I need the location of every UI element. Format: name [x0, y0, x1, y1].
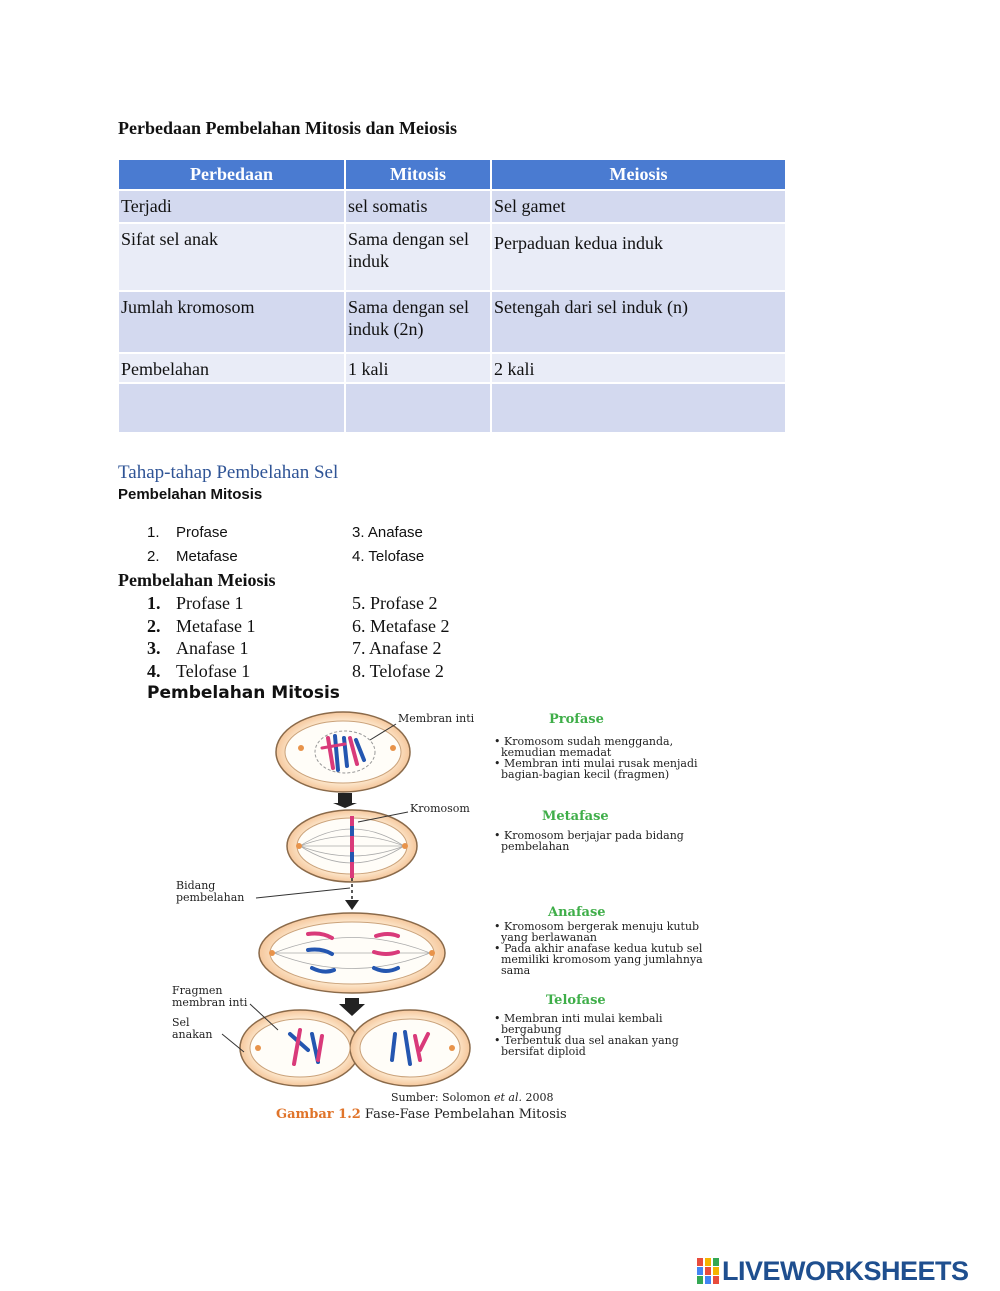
profase-cell: [275, 711, 411, 793]
pointer-line: [221, 1033, 245, 1053]
table-cell-empty: [119, 384, 344, 432]
pointer-line: [255, 887, 351, 899]
pointer-line: [357, 811, 409, 823]
header-perbedaan: Perbedaan: [119, 160, 344, 189]
header-meiosis: Meiosis: [492, 160, 785, 189]
label-fragmen: Fragmen: [172, 984, 223, 997]
section-title: Tahap-tahap Pembelahan Sel: [118, 462, 339, 483]
phase-text: pembelahan: [494, 840, 569, 853]
list-item: Telofase 1: [176, 661, 251, 681]
list-item: Profase 1: [176, 593, 244, 613]
comparison-table: Perbedaan Mitosis Meiosis Terjadi sel so…: [117, 158, 787, 434]
list-item: 5. Profase 2: [352, 593, 438, 613]
label-bidang: Bidang: [176, 879, 215, 892]
label-kromosom: Kromosom: [410, 802, 470, 815]
liveworksheets-brand: LIVEWORKSHEETS: [697, 1256, 969, 1286]
liveworksheets-logo-icon: [697, 1258, 719, 1284]
phase-text: bergabung: [494, 1023, 562, 1036]
list-item: Anafase 1: [176, 638, 249, 658]
label-anakan: anakan: [172, 1028, 213, 1041]
table-cell: Sifat sel anak: [119, 224, 344, 290]
table-cell: 2 kali: [492, 354, 785, 382]
arrow-icon: [339, 998, 365, 1016]
mitosis-heading: Pembelahan Mitosis: [118, 486, 263, 503]
table-cell: 1 kali: [346, 354, 490, 382]
arrow-icon: [333, 793, 357, 808]
meiosis-heading: Pembelahan Meiosis: [118, 570, 276, 590]
phase-text: memiliki kromosom yang jumlahnya: [494, 953, 703, 966]
table-cell: sel somatis: [346, 191, 490, 222]
table-cell: Setengah dari sel induk (n): [492, 292, 785, 352]
phase-title-profase: Profase: [549, 712, 604, 727]
list-item: Profase: [176, 524, 228, 541]
pointer-line: [249, 1003, 279, 1031]
list-item: 4. Telofase: [352, 548, 425, 565]
table-row: Pembelahan 1 kali 2 kali: [119, 354, 785, 382]
phase-text: bersifat diploid: [494, 1045, 586, 1058]
brand-name: LIVEWORKSHEETS: [722, 1255, 969, 1286]
anafase-cell: [258, 912, 446, 994]
table-cell: Terjadi: [119, 191, 344, 222]
list-number: 2.: [147, 616, 161, 636]
table-cell: Pembelahan: [119, 354, 344, 382]
list-item: 6. Metafase 2: [352, 616, 450, 636]
phase-text: kemudian memadat: [494, 746, 612, 759]
phase-title-metafase: Metafase: [542, 809, 609, 824]
phase-title-anafase: Anafase: [547, 905, 606, 920]
table-header-row: Perbedaan Mitosis Meiosis: [119, 160, 785, 189]
table-cell: Sama dengan sel induk: [346, 224, 490, 290]
table-cell: Sel gamet: [492, 191, 785, 222]
label-membran-inti: Membran inti: [398, 712, 475, 725]
list-item: 3. Anafase: [352, 524, 423, 541]
phase-text: • Kromosom sudah mengganda,: [494, 735, 673, 748]
label-membran-inti-2: membran inti: [172, 996, 248, 1009]
telofase-cell: [239, 1009, 471, 1087]
figure-source: Sumber: Solomon et al. 2008: [391, 1091, 554, 1104]
document-title: Perbedaan Pembelahan Mitosis dan Meiosis: [118, 118, 458, 138]
phase-text: • Membran inti mulai rusak menjadi: [494, 757, 698, 770]
phase-text: • Terbentuk dua sel anakan yang: [494, 1034, 679, 1047]
table-cell-empty: [346, 384, 490, 432]
figure-heading: Pembelahan Mitosis: [147, 683, 340, 703]
list-item: Metafase 1: [176, 616, 256, 636]
list-item: Metafase: [176, 548, 238, 565]
metafase-cell: [286, 809, 418, 883]
label-pembelahan: pembelahan: [176, 891, 244, 904]
phase-text: • Kromosom bergerak menuju kutub: [494, 920, 699, 933]
list-item: 7. Anafase 2: [352, 638, 442, 658]
chromosome: [320, 734, 366, 772]
phase-text: • Membran inti mulai kembali: [494, 1012, 663, 1025]
table-row: Sifat sel anak Sama dengan sel induk Per…: [119, 224, 785, 290]
phase-text: yang berlawanan: [494, 931, 597, 944]
list-number: 4.: [147, 661, 161, 681]
table-cell: Sama dengan sel induk (2n): [346, 292, 490, 352]
header-mitosis: Mitosis: [346, 160, 490, 189]
table-cell-empty: [492, 384, 785, 432]
list-item: 8. Telofase 2: [352, 661, 444, 681]
phase-text: bagian-bagian kecil (fragmen): [494, 768, 669, 781]
list-number: 3.: [147, 638, 161, 658]
table-cell: Perpaduan kedua induk: [492, 224, 785, 290]
list-number: 1.: [147, 524, 160, 541]
list-number: 2.: [147, 548, 160, 565]
table-row: [119, 384, 785, 432]
arrow-icon: [345, 900, 359, 910]
table-cell: Jumlah kromosom: [119, 292, 344, 352]
phase-text: • Kromosom berjajar pada bidang: [494, 829, 684, 842]
table-row: Terjadi sel somatis Sel gamet: [119, 191, 785, 222]
mitosis-figure: Membran inti Kromosom Bidang pembelahan: [172, 711, 703, 1122]
table-row: Jumlah kromosom Sama dengan sel induk (2…: [119, 292, 785, 352]
label-sel: Sel: [172, 1016, 190, 1029]
phase-text: sama: [494, 964, 531, 977]
phase-title-telofase: Telofase: [546, 993, 606, 1008]
list-number: 1.: [147, 593, 161, 613]
phase-text: • Pada akhir anafase kedua kutub sel: [494, 942, 703, 955]
pointer-line: [369, 723, 397, 741]
figure-caption: Gambar 1.2 Fase-Fase Pembelahan Mitosis: [276, 1107, 567, 1122]
